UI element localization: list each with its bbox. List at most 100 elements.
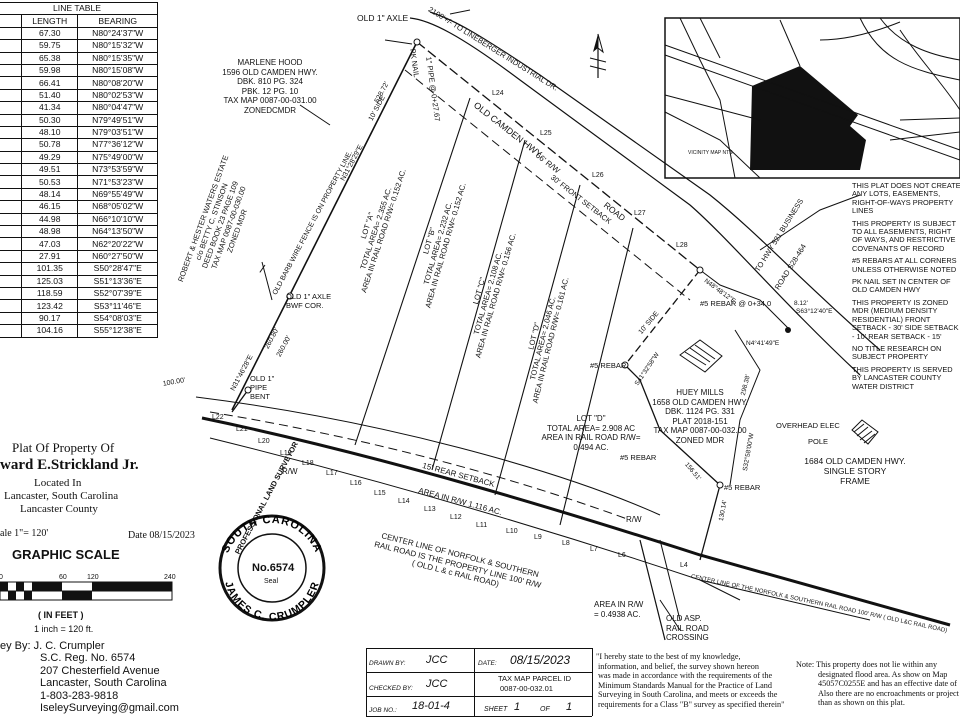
line-tag: L18 — [302, 460, 314, 467]
vicinity-map — [664, 17, 960, 179]
line-length: 44.98 — [20, 212, 79, 227]
area-rw2-block: AREA IN R/W = 0.4938 AC. — [594, 600, 644, 619]
drawn-by-label: DRAWN BY: — [369, 660, 406, 667]
rw-label-b: R/W — [626, 515, 642, 524]
title-city: Lancaster, South Carolina — [4, 490, 119, 502]
flood-note-line: Also there are no encroachments or proje… — [818, 688, 959, 698]
drawn-by-value: JCC — [426, 654, 448, 666]
line-tag: L13 — [424, 506, 436, 513]
line-tag: L6 — [618, 552, 626, 559]
marlene-hood-block: MARLENE HOOD 1596 OLD CAMDEN HWY. DBK. 8… — [222, 58, 318, 115]
surveyor-block: ey By: J. C. Crumpler S.C. Reg. No. 6574… — [0, 640, 179, 715]
seal-word: Seal — [264, 578, 279, 585]
line-bearing: N68°05'02"W — [77, 200, 158, 214]
rebar-icon — [696, 266, 704, 274]
title-line1: Plat Of Property Of — [12, 440, 115, 455]
certification-line: "I hereby state to the best of my knowle… — [596, 652, 741, 661]
plat-note: THIS PROPERTY IS SERVED BY LANCASTER COU… — [852, 364, 953, 391]
flood-note-line: designated flood area. As show on Map — [818, 669, 948, 679]
line-length: 67.30 — [20, 26, 79, 41]
in-feet: ( IN FEET ) — [38, 610, 84, 620]
line-tag: L14 — [398, 498, 410, 505]
certification-line: requirements for a Class "B" survey as s… — [598, 699, 785, 709]
vicinity-label: VICINITY MAP NTS — [688, 150, 733, 156]
line-length: 104.16 — [20, 324, 79, 338]
plat-note: THIS PROPERTY IS ZONED MDR (MEDIUM DENSI… — [852, 297, 959, 341]
rebar-icon — [716, 481, 724, 489]
date-label: DATE: — [478, 660, 497, 667]
line-length: 48.98 — [20, 225, 79, 239]
certification-line: Minimum Standards Manual for the Practic… — [598, 680, 772, 690]
line-length: 59.75 — [20, 39, 79, 53]
flood-note-line: 45057C0255E and has an effective date of — [818, 679, 957, 689]
huey-mills-block: HUEY MILLS 1658 OLD CAMDEN HWY. DBK. 112… — [652, 388, 748, 445]
old-axle-top-label: OLD 1" AXLE — [357, 13, 409, 23]
pipe-icon — [244, 386, 252, 394]
line-tag: L21 — [236, 426, 248, 433]
line-tag: L22 — [212, 414, 224, 421]
line-tag: L10 — [506, 528, 518, 535]
title-located: Located In — [34, 477, 82, 489]
distance-812-label: 8.12' — [794, 300, 808, 307]
old-axle-bwf-label: OLD 1" AXLE BWF COR. — [286, 292, 332, 310]
graphic-scale-title: GRAPHIC SCALE — [12, 547, 120, 562]
date-value: 08/15/2023 — [510, 653, 571, 667]
sheet-total: 1 — [566, 701, 573, 713]
plat-note: THIS PLAT DOES NOT CREATE ANY LOTS, EASE… — [852, 181, 960, 216]
old-pipe-label: OLD 1" PIPE BENT — [250, 374, 275, 401]
line-tag: L26 — [592, 172, 604, 179]
line-length: 49.51 — [20, 163, 79, 177]
tax-map-label: TAX MAP PARCEL ID — [498, 674, 572, 683]
tax-map-value: 0087-00-032.01 — [500, 684, 553, 693]
rebar-b-label: #5 REBAR — [620, 453, 657, 462]
bearing-n4-label: N4°41'49"E — [746, 340, 780, 347]
rebar-340-label: #5 REBAR @ 0+34.0 — [700, 299, 772, 308]
scale-tick-0: 0 — [0, 574, 3, 581]
pole-label: POLE — [808, 437, 829, 446]
plat-note: NO TITLE RESEARCH ON SUBJECT PROPERTY — [852, 343, 942, 362]
line-bearing: N77°36'12"W — [77, 138, 158, 152]
title-scale: ale 1"= 120' — [0, 528, 49, 539]
line-tag: L19 — [280, 450, 292, 457]
house-1684-block: 1684 OLD CAMDEN HWY. SINGLE STORY FRAME — [804, 456, 906, 486]
seal-number: No.6574 — [252, 562, 295, 574]
line-tag: L8 — [562, 540, 570, 547]
setback-lines — [209, 69, 691, 521]
line-tag: L27 — [634, 210, 646, 217]
line-tag: L25 — [540, 130, 552, 137]
line-length: 46.15 — [20, 200, 79, 214]
line-length: 50.53 — [20, 175, 79, 189]
line-length: 50.78 — [20, 138, 79, 152]
line-tag: L16 — [350, 480, 362, 487]
line-bearing: N80°24'37"W — [77, 26, 158, 41]
line-tag: L4 — [680, 562, 688, 569]
scale-tick-60: 60 — [59, 574, 67, 581]
certification-line: information, and belief, the survey show… — [598, 661, 759, 671]
house-1684-icon — [851, 419, 879, 445]
scale-tick-120: 120 — [87, 574, 99, 581]
property-boundary — [231, 41, 791, 561]
line-bearing: N71°53'23"W — [77, 175, 158, 189]
line-length: 48.14 — [20, 187, 79, 202]
title-county: Lancaster County — [20, 503, 98, 515]
line-tag: L15 — [374, 490, 386, 497]
line-length: 123.42 — [20, 299, 79, 313]
plat-note: PK NAIL SET IN CENTER OF OLD CAMDEN HWY — [852, 277, 951, 295]
surveyor-certification: "I hereby state to the best of my knowle… — [596, 652, 784, 710]
pk-nail-icon — [413, 38, 421, 46]
bearing-s63-label: S63°12'40"E — [796, 308, 833, 315]
flood-note-line: Note: This property does not lie within … — [796, 660, 938, 669]
leader-lines — [261, 39, 681, 631]
